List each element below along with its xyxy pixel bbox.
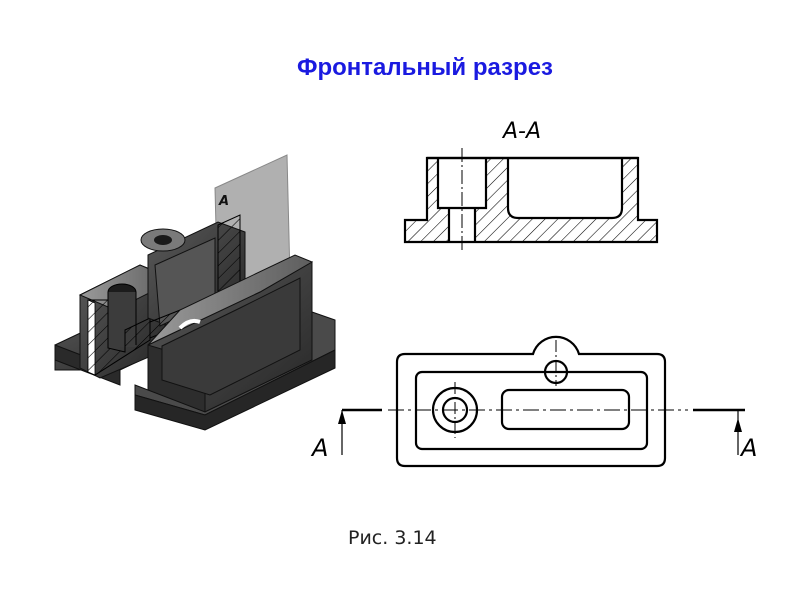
cut-label-right: А — [739, 434, 757, 462]
isometric-section-view: А — [54, 154, 336, 431]
section-a-a-label: А-А — [501, 119, 541, 144]
cut-marker-right: А — [693, 408, 757, 462]
section-outline — [403, 156, 659, 244]
cut-label-left: А — [310, 434, 328, 462]
plane-label: А — [218, 194, 229, 209]
top-view: А А — [310, 335, 757, 468]
figure-caption: Рис. 3.14 — [348, 527, 437, 549]
top-view-outline — [395, 335, 667, 468]
slide-title: Фронтальный разрез — [297, 54, 553, 81]
top-ear-hole — [154, 235, 172, 245]
cut-marker-left: А — [310, 408, 382, 462]
section-a-a-view: А-А — [403, 119, 659, 252]
